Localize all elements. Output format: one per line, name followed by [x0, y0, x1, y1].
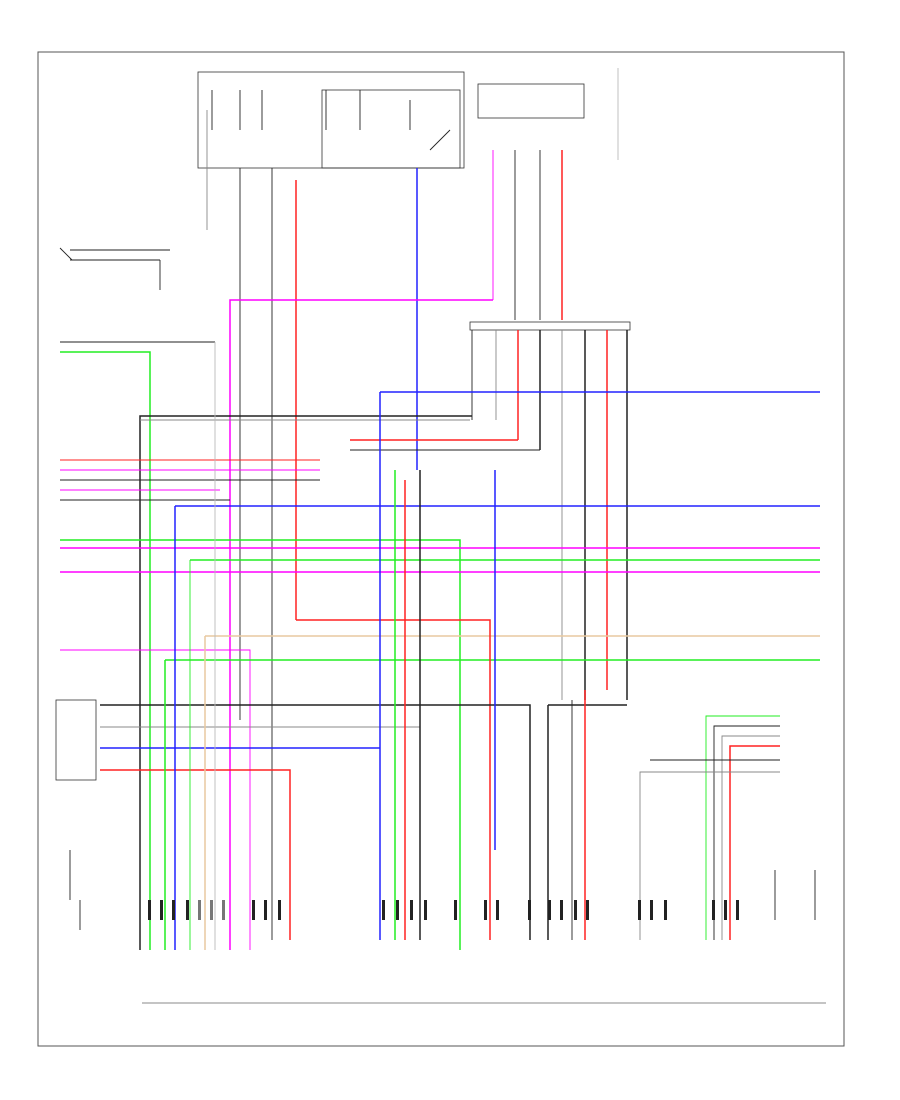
right-module — [639, 715, 780, 940]
left-module — [55, 699, 97, 781]
ecu-pin-row — [148, 900, 739, 920]
center-connector — [469, 321, 631, 700]
diagram-frame — [37, 51, 845, 1047]
bottom-verticals — [164, 342, 586, 950]
left-switch — [59, 247, 170, 290]
left-bottom-sensor — [69, 850, 81, 930]
air-unit-pins — [211, 90, 451, 151]
horizontal-bus — [60, 341, 820, 950]
air-conditioning-unit — [197, 68, 619, 169]
right-sensors — [774, 870, 816, 920]
wire-magenta-top — [229, 299, 493, 950]
long-verticals — [206, 110, 563, 940]
